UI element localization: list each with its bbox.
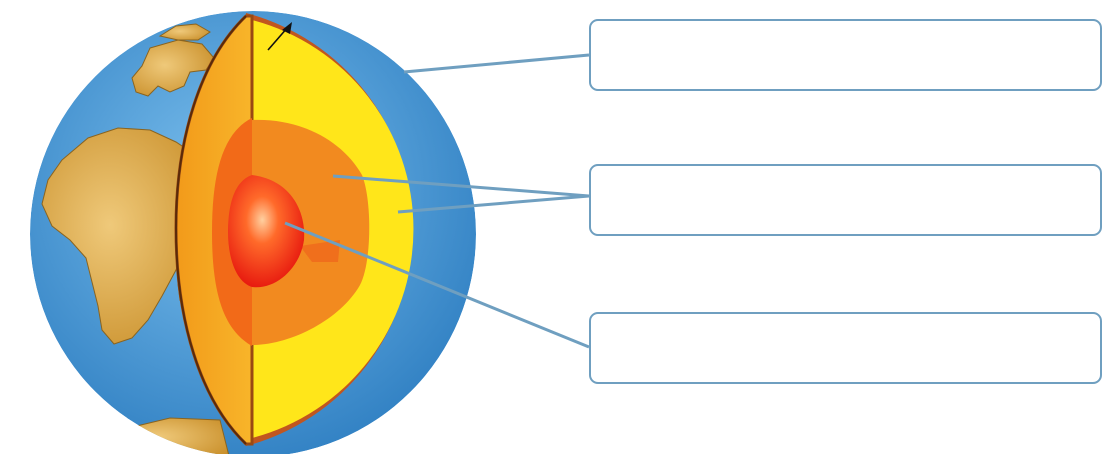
- leader-line-crust: [403, 53, 590, 74]
- inner-core: [228, 175, 305, 288]
- continent-scandinavia: [158, 23, 211, 41]
- cut-edge-line: [174, 15, 247, 445]
- leader-lines: [284, 53, 590, 349]
- leader-line-core: [284, 221, 590, 349]
- label-box-mantle[interactable]: [589, 164, 1102, 236]
- continent-africa: [41, 127, 213, 345]
- outer-core-bulge: [300, 240, 340, 262]
- continent-antarctica: [109, 417, 231, 454]
- leader-line-outer-core: [332, 174, 590, 198]
- leader-line-mantle: [397, 194, 590, 214]
- label-box-core[interactable]: [589, 312, 1102, 384]
- crust-arrow: [267, 22, 292, 51]
- continent-europe: [131, 39, 215, 97]
- label-box-crust[interactable]: [589, 19, 1102, 91]
